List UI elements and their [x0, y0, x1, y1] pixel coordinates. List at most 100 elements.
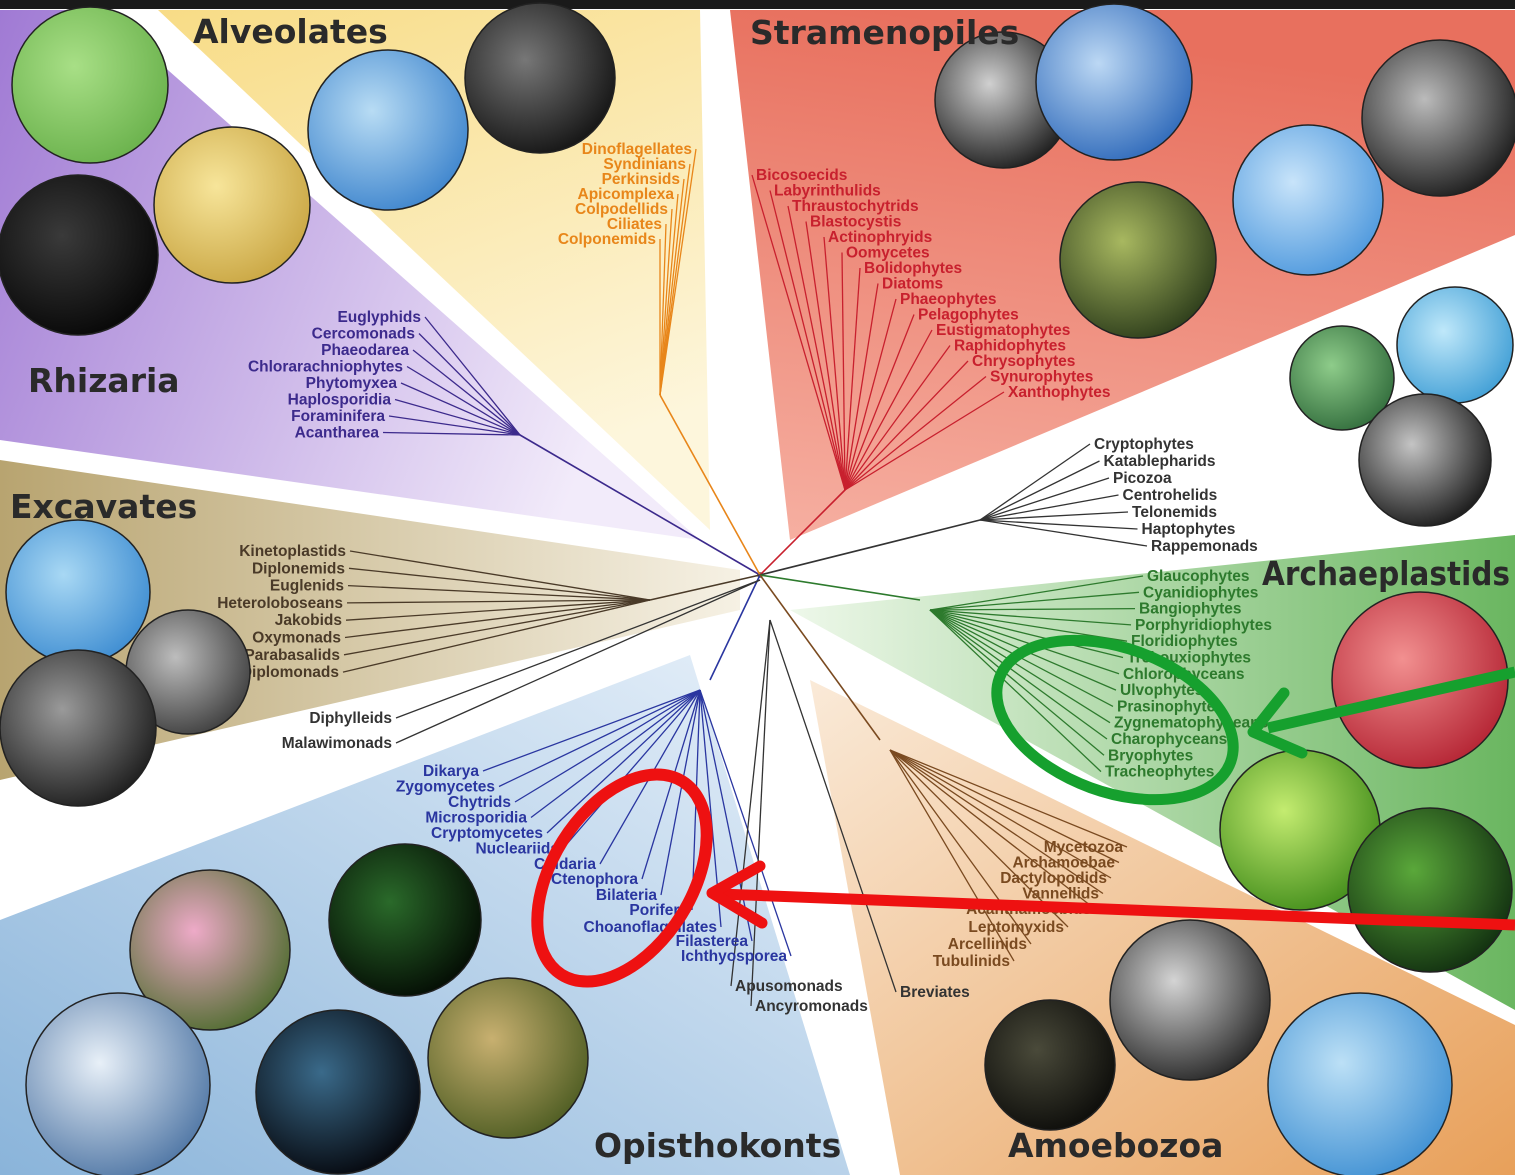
taxon-bangiophytes: Bangiophytes	[1139, 601, 1241, 618]
taxon-diplonemids: Diplonemids	[252, 560, 345, 577]
taxon-bicosoecids: Bicosoecids	[756, 167, 847, 184]
taxon-tubulinids: Tubulinids	[933, 953, 1010, 970]
taxon-cercomonads: Cercomonads	[312, 326, 415, 343]
taxon-heteroloboseans: Heteroloboseans	[217, 595, 343, 612]
taxon-xanthophytes: Xanthophytes	[1008, 384, 1110, 401]
taxon-pelagophytes: Pelagophytes	[918, 307, 1019, 324]
taxon-haptophytes: Haptophytes	[1142, 521, 1236, 538]
taxon-zygomycetes: Zygomycetes	[396, 779, 495, 796]
taxon-colponemids: Colponemids	[558, 231, 656, 248]
coccolith-sem-photo	[1362, 40, 1515, 196]
taxon-blastocystis: Blastocystis	[810, 214, 901, 231]
taxon-telonemids: Telonemids	[1132, 504, 1217, 521]
group-title-excavates: Excavates	[10, 487, 197, 526]
taxon-euglyphids: Euglyphids	[337, 309, 421, 326]
trunk-archaeplastids	[760, 575, 920, 600]
taxon-porphyridiophytes: Porphyridiophytes	[1135, 617, 1272, 634]
taxon-dikarya: Dikarya	[423, 763, 479, 780]
taxon-foraminifera: Foraminifera	[291, 408, 385, 425]
foraminifera-photo	[154, 127, 310, 283]
taxon-microsporidia: Microsporidia	[425, 810, 527, 827]
taxon-synurophytes: Synurophytes	[990, 369, 1093, 386]
taxon-bryophytes: Bryophytes	[1108, 747, 1193, 764]
taxon-picozoa: Picozoa	[1113, 470, 1172, 487]
seaweed-photo	[1060, 182, 1216, 338]
taxon-dactylopodids: Dactylopodids	[1000, 870, 1107, 887]
neuron-photo	[256, 1010, 420, 1174]
taxon-phytomyxea: Phytomyxea	[306, 375, 398, 392]
pollen-sem-photo	[1110, 920, 1270, 1080]
taxon-chytrids: Chytrids	[448, 794, 511, 811]
taxon-malawimonads: Malawimonads	[282, 735, 392, 752]
taxon-nucleariids: Nucleariids	[475, 841, 559, 858]
taxon-acantharea: Acantharea	[295, 425, 380, 442]
taxon-diphylleids: Diphylleids	[309, 710, 392, 727]
taxon-archamoebae: Archamoebae	[1012, 855, 1115, 872]
group-title-amoebozoa: Amoebozoa	[1008, 1126, 1223, 1165]
taxon-floridiophytes: Floridiophytes	[1131, 633, 1238, 650]
amoeba-blue-photo	[1233, 125, 1383, 275]
taxon-actinophryids: Actinophryids	[828, 229, 932, 246]
taxon-arcellinids: Arcellinids	[948, 936, 1027, 953]
whale-tail-photo	[26, 993, 210, 1175]
branch-rappemonads	[980, 520, 1147, 546]
euglena-photo	[6, 520, 150, 664]
taxon-mycetozoa: Mycetozoa	[1044, 839, 1124, 856]
branch-haptophytes	[980, 520, 1138, 529]
branch-katablepharids	[980, 461, 1100, 520]
taxon-bolidophytes: Bolidophytes	[864, 260, 962, 277]
taxon-ichthyosporea: Ichthyosporea	[681, 948, 787, 965]
taxon-labyrinthulids: Labyrinthulids	[774, 183, 881, 200]
taxon-chlorarachniophytes: Chlorarachniophytes	[248, 359, 403, 376]
taxon-cyanidiophytes: Cyanidiophytes	[1143, 584, 1258, 601]
desmid-photo	[1397, 287, 1513, 403]
taxon-eustigmatophytes: Eustigmatophytes	[936, 322, 1070, 339]
taxon-oomycetes: Oomycetes	[846, 245, 930, 262]
emiliania-photo	[1359, 394, 1491, 526]
taxon-phaeodarea: Phaeodarea	[321, 342, 409, 359]
taxon-cryptomycetes: Cryptomycetes	[431, 825, 543, 842]
ciliate-sem-photo	[465, 3, 615, 153]
group-title-opisthokonts: Opisthokonts	[594, 1126, 841, 1165]
taxon-apusomonads: Apusomonads	[735, 978, 843, 995]
taxon-phaeophytes: Phaeophytes	[900, 291, 996, 308]
taxon-raphidophytes: Raphidophytes	[954, 338, 1066, 355]
group-title-archaeplastids: Archaeplastids	[1262, 554, 1510, 593]
taxon-kinetoplastids: Kinetoplastids	[239, 543, 346, 560]
taxon-rappemonads: Rappemonads	[1151, 538, 1258, 555]
green-alga-photo	[12, 7, 168, 163]
taxon-glaucophytes: Glaucophytes	[1147, 568, 1250, 585]
taxon-thraustochytrids: Thraustochytrids	[792, 198, 919, 215]
taxon-jakobids: Jakobids	[275, 612, 342, 629]
taxon-vannellids: Vannellids	[1022, 886, 1099, 903]
group-title-alveolates: Alveolates	[193, 12, 388, 51]
taxon-parabasalids: Parabasalids	[244, 647, 340, 664]
taxon-tracheophytes: Tracheophytes	[1105, 764, 1214, 781]
taxon-ctenophora: Ctenophora	[551, 871, 638, 888]
group-title-rhizaria: Rhizaria	[28, 361, 180, 400]
taxon-charophyceans: Charophyceans	[1111, 731, 1227, 748]
taxon-centrohelids: Centrohelids	[1123, 487, 1218, 504]
taxon-cryptophytes: Cryptophytes	[1094, 436, 1194, 453]
taxon-ancyromonads: Ancyromonads	[755, 998, 868, 1015]
diatom-chain-photo	[1036, 4, 1192, 160]
taxon-breviates: Breviates	[900, 984, 970, 1001]
taxon-diatoms: Diatoms	[882, 276, 943, 293]
branch-cryptophytes	[980, 444, 1090, 520]
fern-leaves-photo	[1348, 808, 1512, 972]
radiolarian-photo	[0, 175, 158, 335]
taxon-leptomyxids: Leptomyxids	[968, 919, 1064, 936]
amoeba-star-photo	[1268, 993, 1452, 1175]
taxon-zygnematophyceans: Zygnematophyceans	[1114, 715, 1268, 732]
fluorescent-cell-photo	[329, 844, 481, 996]
taxon-oxymonads: Oxymonads	[252, 630, 341, 647]
group-title-stramenopiles: Stramenopiles	[750, 13, 1019, 52]
taxon-diplomonads: Diplomonads	[241, 664, 339, 681]
trichomonad-sem-photo	[0, 650, 156, 806]
slime-mold-photo	[985, 1000, 1115, 1130]
dinoflagellate-photo	[308, 50, 468, 210]
taxon-chrysophytes: Chrysophytes	[972, 353, 1075, 370]
taxon-katablepharids: Katablepharids	[1104, 453, 1216, 470]
